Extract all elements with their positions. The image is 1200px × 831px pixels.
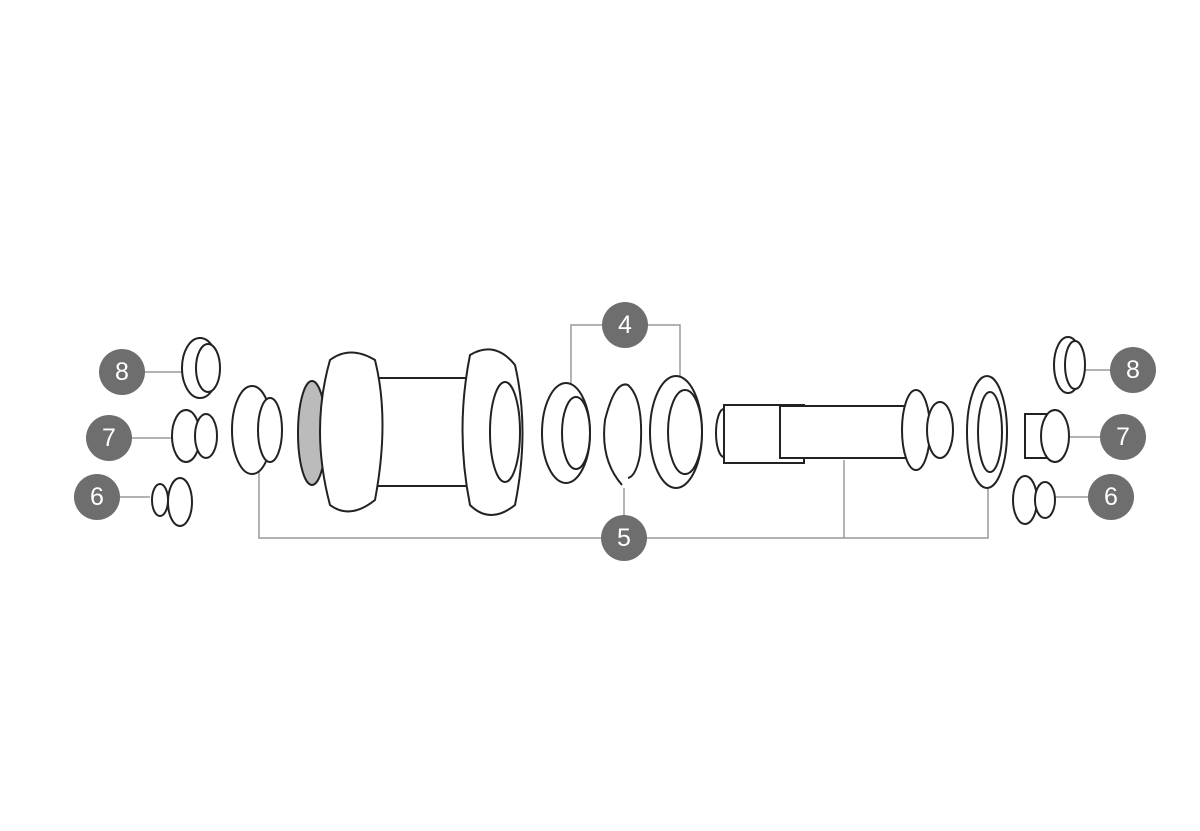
callout-6-right: 6	[1088, 474, 1134, 520]
left-part-6	[151, 477, 193, 527]
callout-5: 5	[601, 515, 647, 561]
circlip	[603, 383, 643, 486]
hub-parts	[151, 336, 1086, 527]
callout-label: 7	[1116, 422, 1130, 451]
axle	[715, 389, 954, 471]
left-part-7	[171, 409, 218, 463]
callout-7-left: 7	[86, 415, 132, 461]
left-end-cap	[231, 385, 283, 475]
callout-label: 4	[618, 310, 632, 339]
callout-7-right: 7	[1100, 414, 1146, 460]
callout-label: 8	[115, 357, 129, 386]
callout-8-right: 8	[1110, 347, 1156, 393]
right-part-7	[1024, 409, 1070, 463]
callout-label: 6	[90, 482, 104, 511]
callout-label: 8	[1126, 355, 1140, 384]
callout-label: 6	[1104, 482, 1118, 511]
right-part-8	[1053, 336, 1086, 394]
callout-label: 7	[102, 423, 116, 452]
washer	[966, 375, 1008, 489]
left-part-8	[181, 337, 221, 399]
callout-label: 5	[617, 523, 631, 552]
callout-8-left: 8	[99, 349, 145, 395]
right-part-6	[1012, 475, 1056, 525]
hub-shell	[297, 348, 524, 516]
bearing-left	[541, 382, 591, 484]
leader-lines	[120, 324, 1110, 539]
callout-6-left: 6	[74, 474, 120, 520]
callout-4: 4	[602, 302, 648, 348]
bearing-right	[649, 375, 703, 489]
